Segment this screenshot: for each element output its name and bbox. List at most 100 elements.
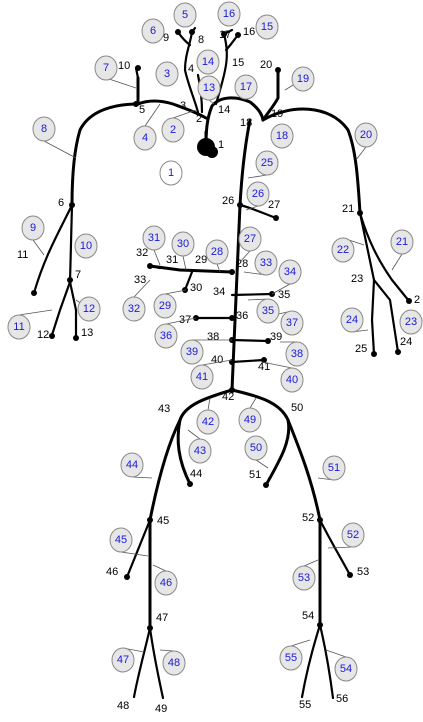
segment-label-s38: 38 xyxy=(291,348,303,360)
segment-label-s50: 50 xyxy=(250,442,262,454)
node-label-n30: 30 xyxy=(190,282,202,294)
segment-label-s42: 42 xyxy=(202,416,214,428)
node-label-n49: 49 xyxy=(155,703,167,715)
node-label-n47: 47 xyxy=(156,612,168,624)
segment-label-s51: 51 xyxy=(328,462,340,474)
node-label-n12: 12 xyxy=(37,329,49,341)
junction-dot xyxy=(347,572,353,578)
segment-marker-s26: 26 xyxy=(247,182,269,206)
vessel-21 xyxy=(70,282,76,338)
segment-label-s34: 34 xyxy=(284,266,296,278)
node-label-n3: 3 xyxy=(180,100,186,112)
vessel-1 xyxy=(206,98,263,147)
node-label-n54: 54 xyxy=(302,610,314,622)
segment-marker-s42: 42 xyxy=(197,410,219,434)
segment-marker-s1: 1 xyxy=(160,161,182,185)
vessel-4 xyxy=(72,104,138,205)
segment-marker-s13: 13 xyxy=(198,76,220,100)
segment-marker-s10: 10 xyxy=(75,234,97,258)
segment-label-s30: 30 xyxy=(177,238,189,250)
node-label-n17: 17 xyxy=(219,29,231,41)
segment-marker-s4: 4 xyxy=(134,126,156,150)
segment-marker-s21: 21 xyxy=(391,230,413,254)
segment-marker-s53: 53 xyxy=(293,566,315,590)
segment-marker-s46: 46 xyxy=(155,571,177,595)
segment-marker-s32: 32 xyxy=(123,297,145,321)
node-label-n23: 23 xyxy=(351,273,363,285)
leader-line xyxy=(326,650,346,657)
junction-dot xyxy=(189,29,195,35)
segment-marker-s22: 22 xyxy=(332,238,354,262)
node-label-n55: 55 xyxy=(299,699,311,711)
junction-dot xyxy=(263,482,269,488)
segment-marker-s43: 43 xyxy=(189,439,211,463)
node-label-n38: 38 xyxy=(207,331,219,343)
segment-label-s47: 47 xyxy=(117,654,129,666)
junction-dot xyxy=(73,335,79,341)
segment-label-s12: 12 xyxy=(83,303,95,315)
node-label-n6: 6 xyxy=(58,197,64,209)
segment-label-s53: 53 xyxy=(298,572,310,584)
segment-marker-s45: 45 xyxy=(110,528,132,552)
leader-lines xyxy=(19,78,411,657)
junction-dot xyxy=(229,269,235,275)
leader-line xyxy=(250,398,256,408)
vessel-16 xyxy=(360,213,409,301)
node-label-n29: 29 xyxy=(195,254,207,266)
node-label-n31: 31 xyxy=(166,254,178,266)
junction-dot xyxy=(371,351,377,357)
leader-line xyxy=(153,565,166,571)
node-label-n24: 24 xyxy=(400,336,412,348)
segment-label-s6: 6 xyxy=(150,25,156,37)
segment-marker-s25: 25 xyxy=(256,151,278,175)
segment-label-s22: 22 xyxy=(337,244,349,256)
heart-node-lobe xyxy=(206,146,218,158)
node-label-n4: 4 xyxy=(188,63,194,75)
segment-marker-s9: 9 xyxy=(22,216,44,240)
node-label-n44: 44 xyxy=(190,468,202,480)
vessel-22 xyxy=(232,120,250,390)
node-label-n14: 14 xyxy=(218,104,230,116)
segment-label-s35: 35 xyxy=(262,305,274,317)
segment-label-s32: 32 xyxy=(128,303,140,315)
segment-label-s5: 5 xyxy=(182,9,188,21)
segment-label-s44: 44 xyxy=(126,459,138,471)
segment-marker-s6: 6 xyxy=(142,19,164,43)
node-label-n51: 51 xyxy=(249,469,261,481)
segment-marker-s41: 41 xyxy=(191,365,213,389)
segment-marker-s54: 54 xyxy=(335,657,357,681)
segment-label-s20: 20 xyxy=(360,129,372,141)
leader-line xyxy=(304,560,318,566)
node-label-n33: 33 xyxy=(134,274,146,286)
node-label-n56: 56 xyxy=(336,693,348,705)
segment-label-s11: 11 xyxy=(13,321,24,333)
junction-dot xyxy=(395,349,401,355)
segment-label-s23: 23 xyxy=(405,316,417,328)
junction-dot xyxy=(69,202,75,208)
segment-marker-s15: 15 xyxy=(256,15,278,39)
leader-line xyxy=(132,477,152,478)
junction-dot xyxy=(357,210,363,216)
segment-label-s40: 40 xyxy=(286,374,298,386)
segment-marker-s27: 27 xyxy=(239,227,261,251)
segment-marker-s14: 14 xyxy=(197,50,219,74)
node-label-n32: 32 xyxy=(136,247,148,259)
segment-marker-s31: 31 xyxy=(143,226,165,250)
segment-marker-s49: 49 xyxy=(239,408,261,432)
node-label-n16: 16 xyxy=(243,26,255,38)
node-label-n15: 15 xyxy=(232,57,244,69)
segment-marker-s23: 23 xyxy=(400,310,422,334)
segment-label-s29: 29 xyxy=(159,300,171,312)
node-label-n35: 35 xyxy=(278,289,290,301)
junction-dot xyxy=(406,298,412,304)
segment-label-s43: 43 xyxy=(194,445,206,457)
segment-marker-s50: 50 xyxy=(245,436,267,460)
leader-line xyxy=(154,250,160,265)
leader-line xyxy=(248,175,267,178)
segment-label-s8: 8 xyxy=(41,123,47,135)
segment-label-s10: 10 xyxy=(80,240,92,252)
segment-label-s46: 46 xyxy=(160,577,172,589)
node-label-n11: 11 xyxy=(17,249,28,261)
vessel-27 xyxy=(232,294,272,295)
node-label-n39: 39 xyxy=(270,331,282,343)
